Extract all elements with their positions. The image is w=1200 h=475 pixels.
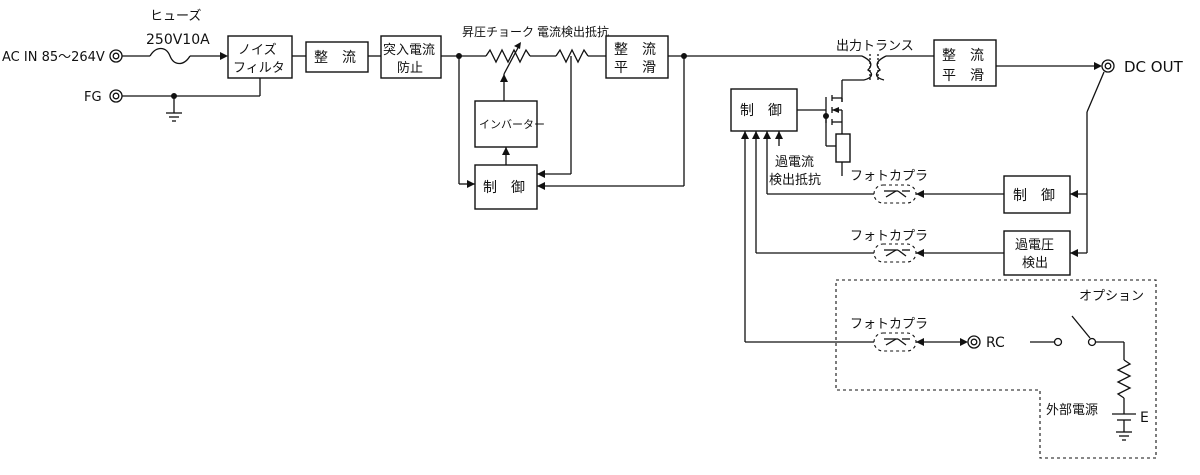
- fuse-symbol: [149, 47, 191, 65]
- inverter-label: インバーター: [479, 118, 545, 131]
- current-detect-resistor-label: 電流検出抵抗: [537, 24, 609, 39]
- fg-label: FG: [84, 90, 102, 105]
- inverter-block: [474, 100, 538, 148]
- rect-smooth-2-label-2: 平 滑: [942, 67, 984, 84]
- ac-in-terminal: [109, 49, 123, 63]
- photocoupler-3-label: フォトカプラ: [850, 317, 928, 332]
- rc-label: RC: [986, 335, 1005, 351]
- overvoltage-label-1: 過電圧: [1015, 238, 1054, 253]
- option-boundary: [835, 279, 1157, 459]
- control-main-label: 制 御: [740, 103, 782, 119]
- rect-smooth-1-label-1: 整 流: [614, 42, 656, 58]
- switch-contact-left: [1053, 337, 1063, 347]
- option-label: オプション: [1079, 289, 1144, 304]
- fg-terminal: [109, 89, 123, 103]
- photocoupler-2-label: フォトカプラ: [850, 229, 928, 244]
- photocoupler-1-label: フォトカプラ: [850, 169, 928, 184]
- output-transformer-label: 出力トランス: [836, 39, 914, 54]
- boost-choke-label: 昇圧チョーク: [462, 25, 534, 39]
- ac-in-label: AC IN 85～264V: [2, 50, 105, 65]
- inrush-prevention-block: [380, 35, 442, 79]
- output-transformer-symbol: [861, 54, 887, 82]
- rect-smooth-block-1: [605, 35, 669, 79]
- boost-choke-symbol: [485, 48, 531, 64]
- rc-terminal: [967, 335, 981, 349]
- fuse-rating: 250V10A: [146, 32, 210, 48]
- photocoupler-3-symbol: [873, 332, 917, 352]
- fuse-title: ヒューズ: [150, 8, 201, 24]
- rectifier-block-1: [305, 41, 369, 73]
- rectifier-label-1: 整 流: [314, 50, 356, 66]
- external-power-label: 外部電源: [1046, 403, 1098, 418]
- photocoupler-2-symbol: [873, 243, 917, 263]
- ground-symbol-fg: [166, 112, 182, 122]
- noise-filter-label-1: ノイズ: [238, 42, 277, 58]
- ground-symbol-external: [1116, 431, 1132, 441]
- control-pfc-label: 制 御: [483, 180, 525, 196]
- overcurrent-resistor: [835, 133, 851, 163]
- dc-out-label: DC OUT: [1124, 58, 1184, 76]
- control-block-pfc: [474, 164, 538, 210]
- rect-smooth-block-2: [933, 39, 997, 87]
- external-resistor-symbol: [1116, 359, 1132, 399]
- control-block-main: [730, 88, 798, 132]
- inrush-label-1: 突入電流: [383, 42, 435, 58]
- external-power-battery: [1112, 413, 1136, 421]
- overcurrent-label-1: 過電流: [775, 155, 814, 170]
- mosfet-symbol: [797, 95, 843, 125]
- e-label: E: [1140, 410, 1149, 426]
- rect-smooth-2-label-1: 整 流: [942, 48, 984, 64]
- switch-lever: [1071, 315, 1091, 339]
- dc-out-terminal: [1101, 59, 1115, 73]
- control-feedback-label: 制 御: [1013, 188, 1055, 204]
- rect-smooth-1-label-2: 平 滑: [614, 59, 656, 76]
- photocoupler-1-symbol: [873, 184, 917, 204]
- current-detect-resistor-symbol: [555, 48, 589, 64]
- switch-contact-right: [1087, 337, 1097, 347]
- overvoltage-label-2: 検出: [1022, 256, 1048, 271]
- overcurrent-label-2: 検出抵抗: [769, 173, 821, 188]
- noise-filter-label-2: フィルタ: [233, 61, 285, 76]
- inrush-label-2: 防止: [397, 60, 423, 76]
